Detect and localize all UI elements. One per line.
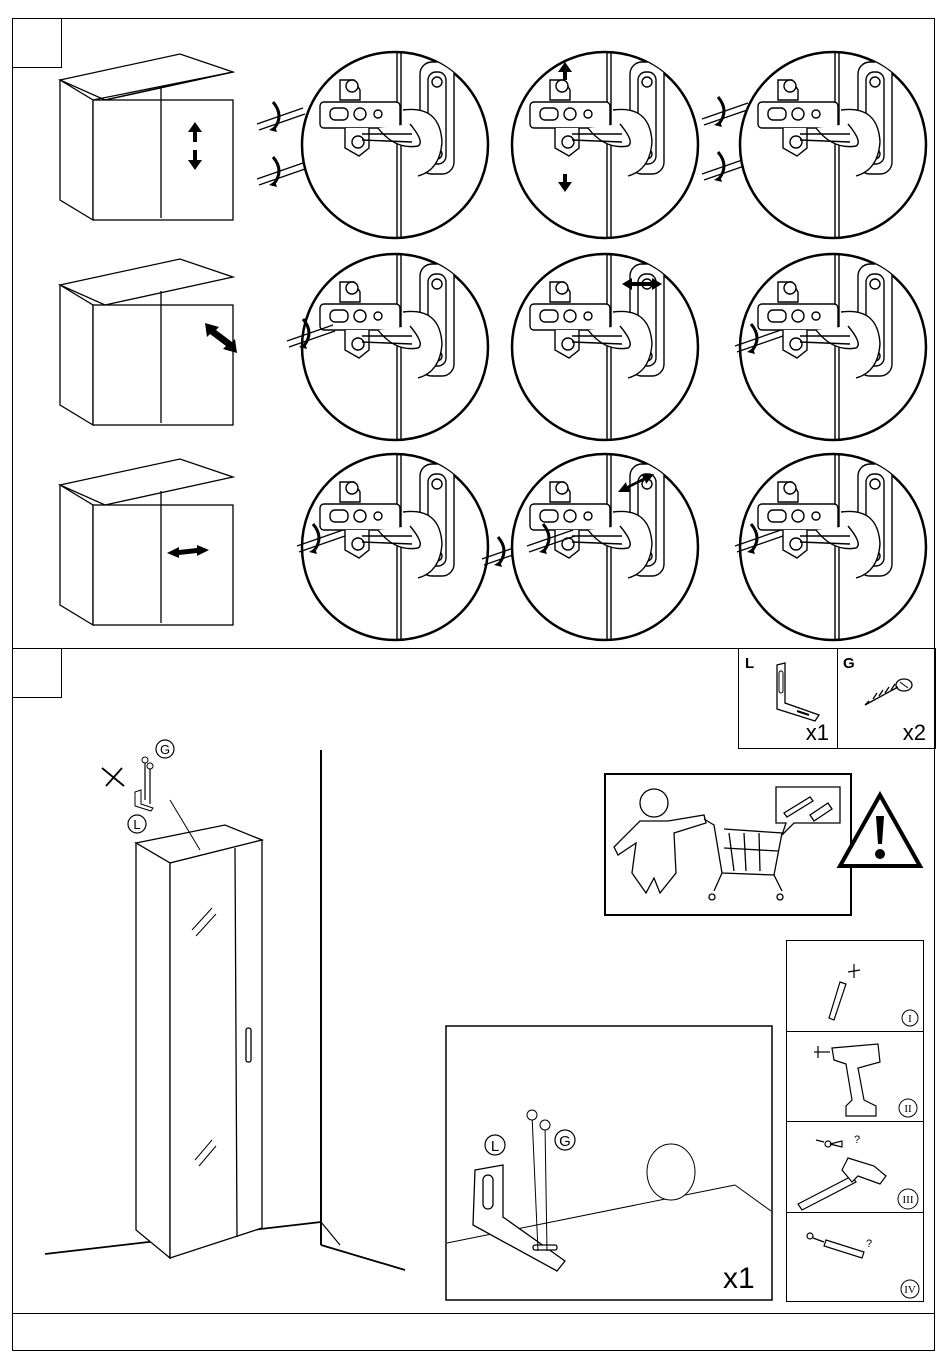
callout-l: L — [133, 817, 140, 832]
question-mark: ? — [866, 1238, 872, 1250]
callout-g: G — [160, 742, 170, 757]
hinge-icon — [738, 452, 928, 642]
tall-cabinet-illustration: G L — [40, 740, 420, 1280]
footer-divider — [12, 1313, 935, 1314]
pencil-icon — [829, 964, 860, 1020]
l-bracket-icon — [769, 661, 829, 721]
part-letter: G — [843, 655, 855, 672]
hinge-icon — [300, 252, 490, 442]
hinge-icon — [300, 50, 490, 240]
hinge-icon — [510, 452, 700, 642]
hinge-icon — [738, 50, 928, 240]
tool-numeral: III — [903, 1194, 914, 1206]
screw-icon — [859, 671, 919, 711]
question-mark: ? — [854, 1134, 860, 1146]
hinge-icon — [510, 252, 700, 442]
detail-qty: x1 — [723, 1262, 755, 1296]
step-number-box — [12, 648, 62, 698]
cabinet-illustration — [55, 255, 255, 435]
part-letter: L — [745, 655, 754, 672]
step-number — [12, 18, 60, 66]
tools-icons: ? ? I II III IV — [786, 940, 924, 1302]
part-qty: x1 — [806, 720, 829, 746]
cabinet-illustration — [55, 455, 240, 635]
hammer-icon — [798, 1140, 886, 1210]
step-number — [12, 648, 60, 696]
drill-icon — [814, 1044, 880, 1116]
tool-numeral: IV — [904, 1284, 916, 1296]
hinge-icon — [510, 50, 700, 240]
parts-table: L x1 G x2 — [738, 648, 936, 749]
detail-label-g: G — [559, 1133, 571, 1150]
tool-numeral: II — [904, 1103, 912, 1115]
hinge-icon — [738, 252, 928, 442]
hinge-icon — [300, 452, 490, 642]
warning-icon — [838, 792, 923, 870]
cabinet-illustration — [55, 50, 240, 230]
screw-dowel-icon — [807, 1233, 864, 1258]
detail-label-l: L — [491, 1138, 499, 1155]
part-cell-g: G x2 — [837, 649, 934, 748]
part-qty: x2 — [903, 720, 926, 746]
shopping-cart-icon — [604, 773, 854, 918]
tool-numeral: I — [908, 1013, 912, 1025]
part-cell-l: L x1 — [739, 649, 838, 748]
